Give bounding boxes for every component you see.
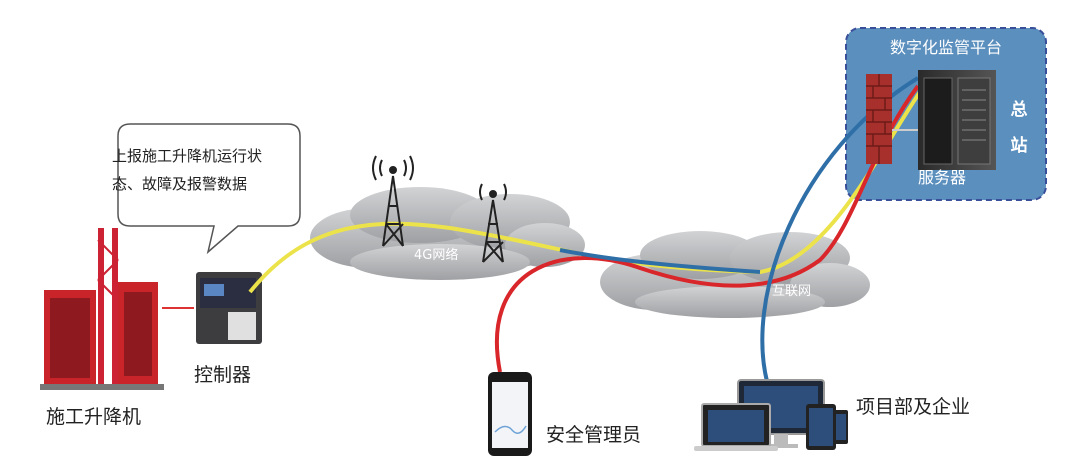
speech-bubble-text: 上报施工升降机运行状 态、故障及报警数据 [112,142,312,198]
network-4g-label: 4G网络 [414,244,458,263]
controller-icon [196,272,262,344]
internet-label: 互联网 [772,280,811,299]
bubble-line-2: 态、故障及报警数据 [112,170,312,198]
cloud-internet [600,231,870,318]
firewall-icon [866,74,892,164]
elevator-label: 施工升降机 [46,402,141,429]
bubble-line-1: 上报施工升降机运行状 [112,142,312,170]
elevator-icon [40,228,164,390]
server-icon [918,70,996,170]
headquarters-label: 总站 [1008,92,1030,164]
platform-title: 数字化监管平台 [846,34,1046,58]
tablet-icon [806,404,848,450]
controller-label: 控制器 [194,360,251,387]
phone-icon [488,372,532,456]
laptop-icon [694,404,778,451]
safety-manager-label: 安全管理员 [546,420,641,447]
project-label: 项目部及企业 [856,392,970,419]
server-label: 服务器 [918,164,966,188]
